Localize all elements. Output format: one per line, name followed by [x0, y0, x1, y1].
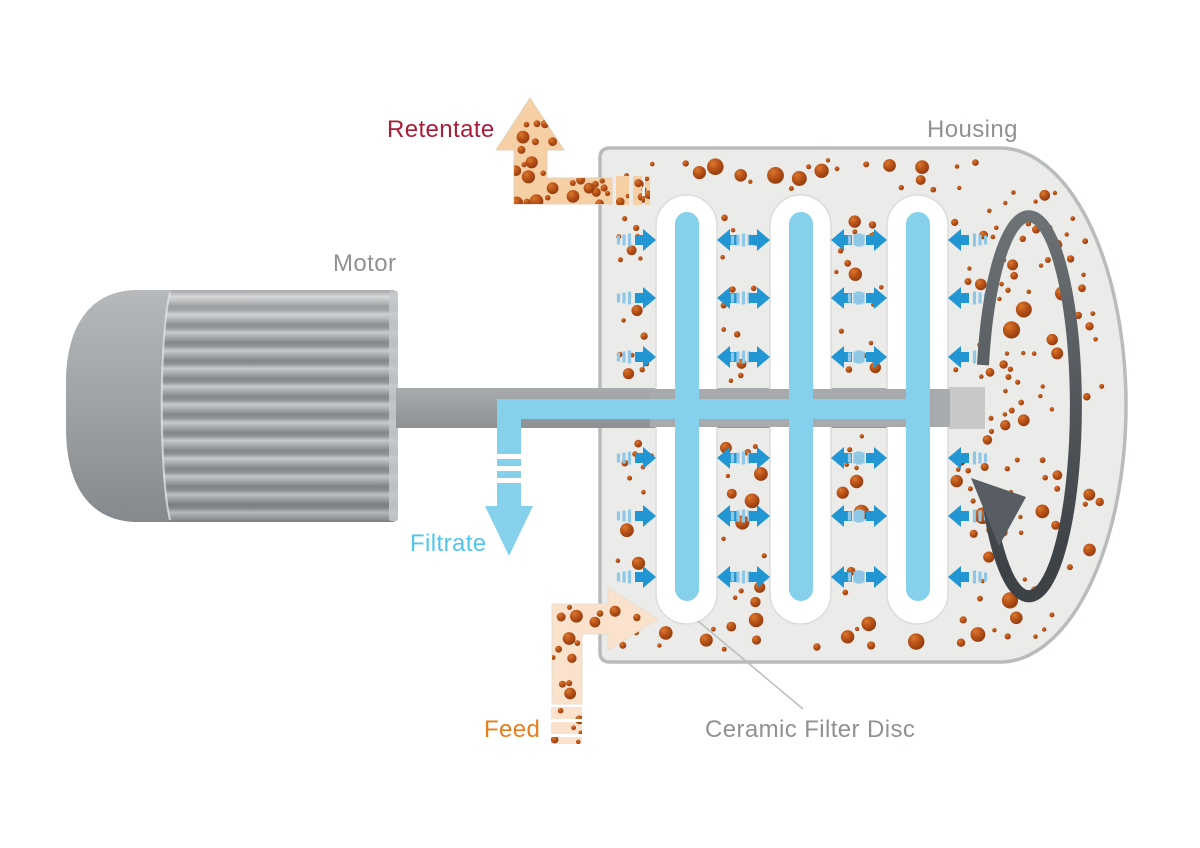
pipe-gap: [494, 454, 524, 459]
crossflow-arrow-icon: [847, 566, 887, 588]
rotation-arrowhead: [971, 478, 1026, 546]
filtration-flow-arrows: [616, 229, 988, 588]
labels: Retentate Motor Housing Filtrate Feed Ce…: [333, 116, 1018, 743]
crossflow-arrow-icon: [616, 447, 656, 469]
feed-label: Feed: [484, 716, 540, 743]
housing-label: Housing: [927, 116, 1018, 143]
rotation-arc: [977, 210, 1082, 603]
shaft-end-stub: [947, 387, 985, 429]
crossflow-arrow-icon: [730, 566, 770, 588]
crossflow-arrow-icon: [730, 505, 770, 527]
filtrate-stream: [485, 399, 930, 556]
retentate-label: Retentate: [387, 116, 495, 143]
ceramic-disc-leader-line: [697, 620, 804, 710]
crossflow-arrow-icon: [948, 447, 988, 469]
crossflow-arrow-icon: [847, 346, 887, 368]
crossflow-arrow-icon: [948, 229, 988, 251]
crossflow-arrow-icon: [730, 447, 770, 469]
crossflow-arrow-icon: [616, 287, 656, 309]
motor-body-shade: [158, 290, 398, 522]
motor-cap-seam: [160, 291, 171, 521]
crossflow-arrow-icon: [847, 287, 887, 309]
crossflow-arrow-icon: [730, 346, 770, 368]
housing-particles: [615, 158, 1105, 652]
crossflow-arrow-icon: [616, 505, 656, 527]
crossflow-arrow-icon: [948, 566, 988, 588]
motor: [66, 290, 398, 522]
feed-stream: [551, 587, 659, 744]
pipe-gap: [494, 478, 524, 483]
filtrate-label: Filtrate: [410, 530, 487, 557]
pipe-gap: [494, 466, 524, 471]
filtrate-arrowhead-icon: [485, 506, 533, 556]
rotation-arrow-icon: [971, 210, 1082, 603]
crossflow-arrow-icon: [616, 346, 656, 368]
crossflow-arrow-icon: [616, 566, 656, 588]
filtrate-channel: [497, 399, 930, 419]
retentate-passage-particles: [616, 176, 650, 205]
motor-end-plate: [389, 291, 398, 521]
ceramic-filter-disc-label: Ceramic Filter Disc: [705, 716, 915, 743]
crossflow-arrow-icon: [847, 505, 887, 527]
retentate-stream: [495, 97, 650, 205]
crossflow-arrow-icon: [847, 447, 887, 469]
crossflow-arrow-icon: [730, 229, 770, 251]
motor-end-cap: [66, 290, 170, 522]
crossflow-arrow-icon: [616, 229, 656, 251]
crossflow-arrow-icon: [730, 287, 770, 309]
crossflow-arrow-icon: [847, 229, 887, 251]
motor-label: Motor: [333, 250, 396, 277]
